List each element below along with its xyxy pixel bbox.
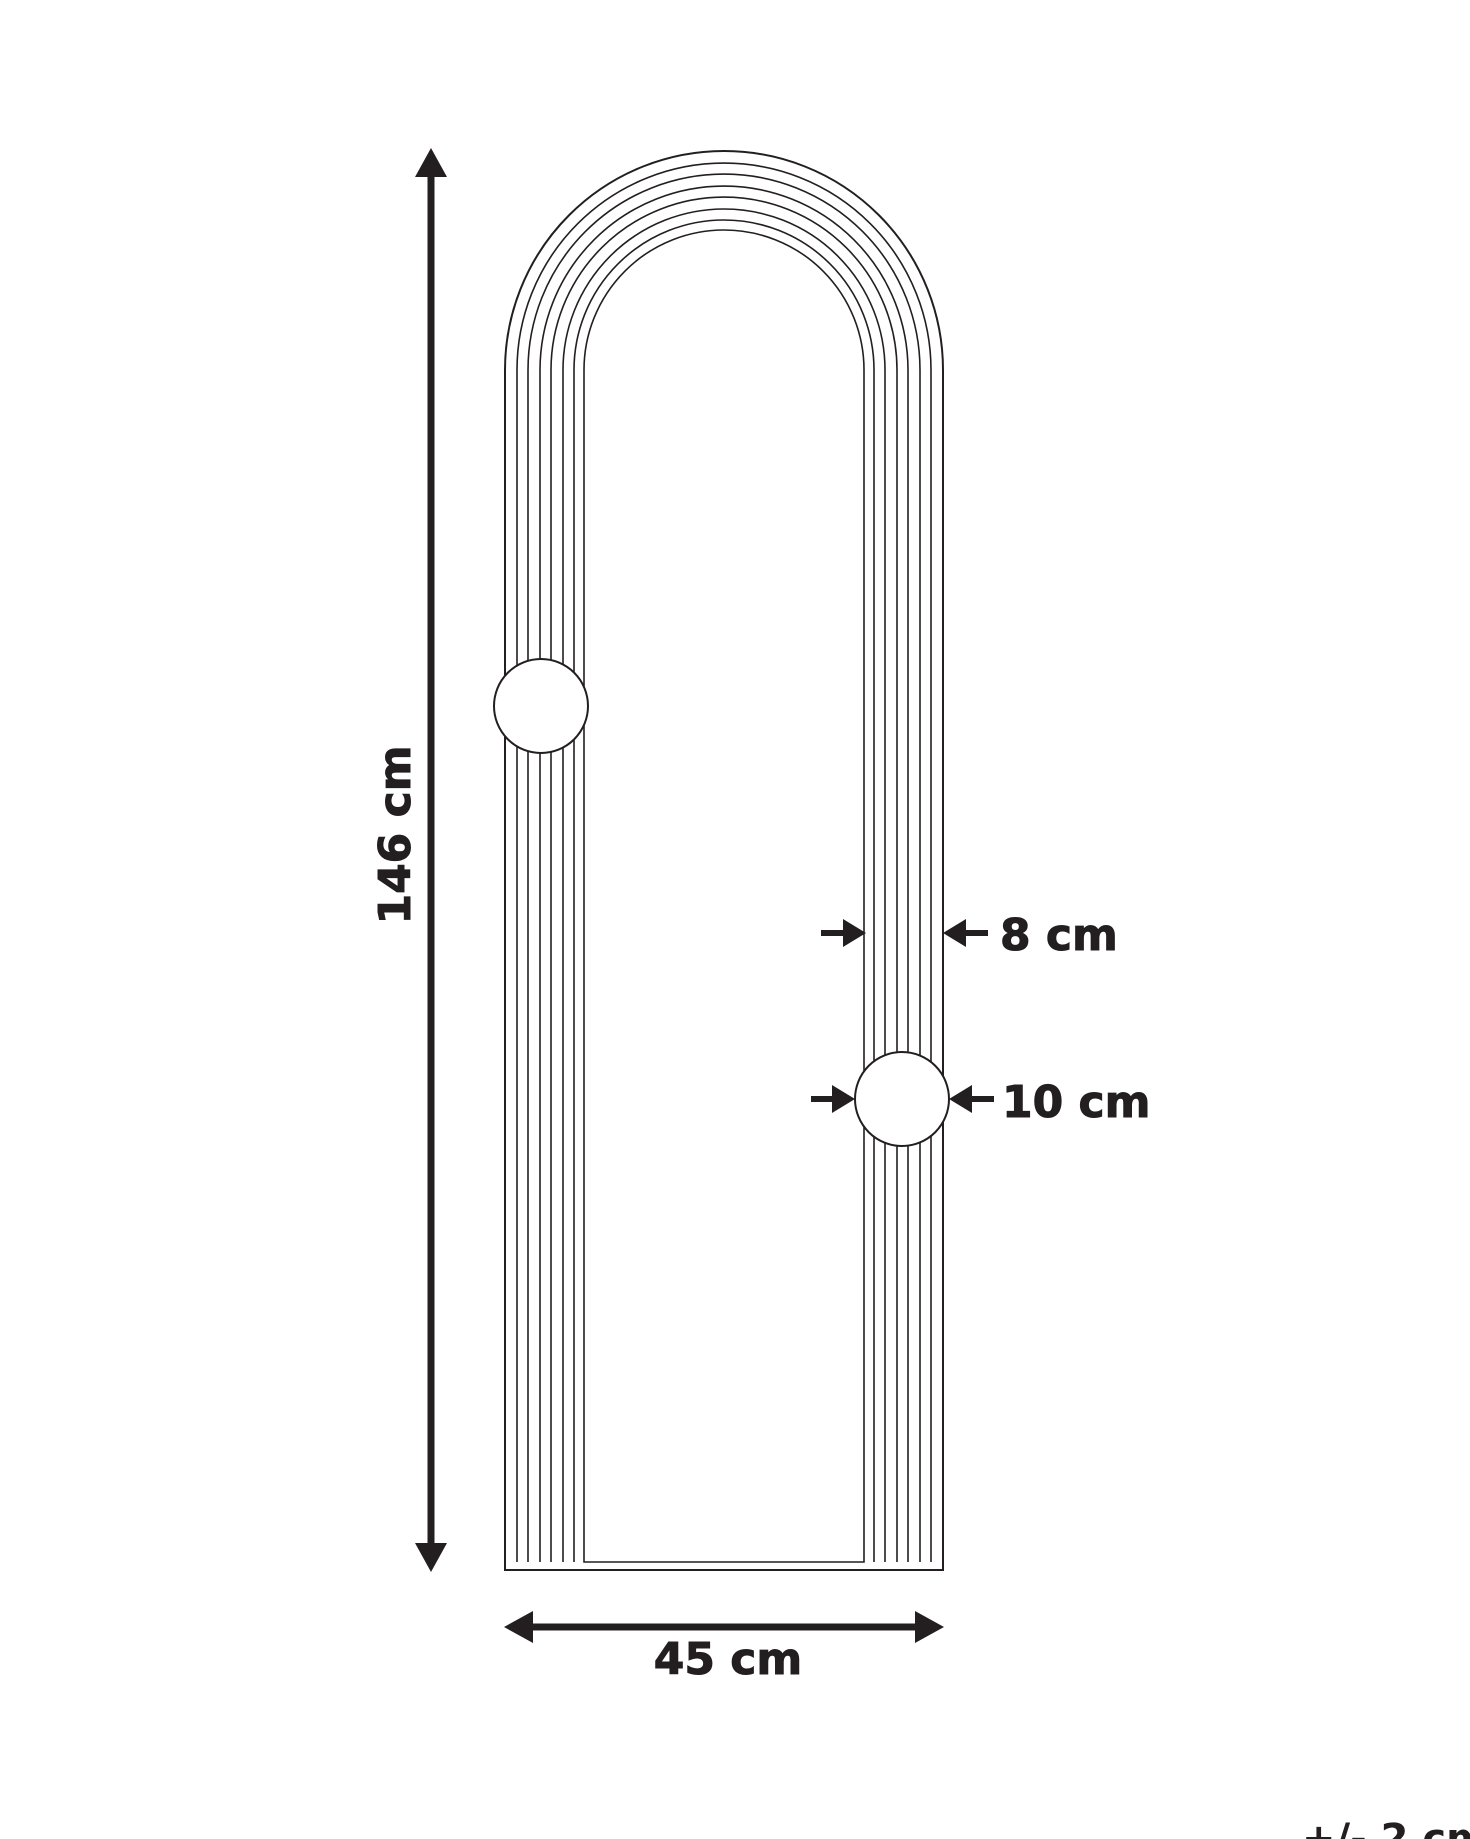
arched-mirror-frame xyxy=(504,150,944,1571)
height-arrow-top xyxy=(415,148,447,177)
width-arrow-right xyxy=(915,1611,944,1643)
height-dimension: 146 cm xyxy=(370,148,447,1572)
frame-outer-outline xyxy=(504,150,944,1571)
width-dimension: 45 cm xyxy=(504,1611,944,1686)
frame-groove-line xyxy=(550,196,898,1562)
frame-width-left-arrow xyxy=(843,919,866,947)
left-knob xyxy=(493,658,589,754)
frame-groove-line xyxy=(516,162,932,1562)
frame-groove-line xyxy=(539,185,909,1562)
knob-diameter-dimension: 10 cm xyxy=(811,1077,1151,1129)
height-label: 146 cm xyxy=(370,745,421,924)
knob-diameter-left-arrow xyxy=(832,1085,855,1113)
mirror-glass-edge xyxy=(583,229,865,1563)
width-arrow-left xyxy=(504,1611,533,1643)
tolerance-label: +/- 2 cm xyxy=(1302,1816,1470,1839)
knob-diameter-right-arrow xyxy=(949,1085,972,1113)
frame-groove-line xyxy=(562,208,886,1562)
knob-diameter-label: 10 cm xyxy=(1002,1077,1150,1128)
right-knob xyxy=(854,1051,950,1147)
frame-groove-line xyxy=(527,173,921,1562)
frame-width-right-arrow xyxy=(943,919,966,947)
height-arrow-bottom xyxy=(415,1543,447,1572)
frame-width-dimension: 8 cm xyxy=(821,910,1118,962)
frame-groove-line xyxy=(573,219,875,1562)
width-label: 45 cm xyxy=(654,1634,802,1685)
frame-width-label: 8 cm xyxy=(1000,910,1118,961)
